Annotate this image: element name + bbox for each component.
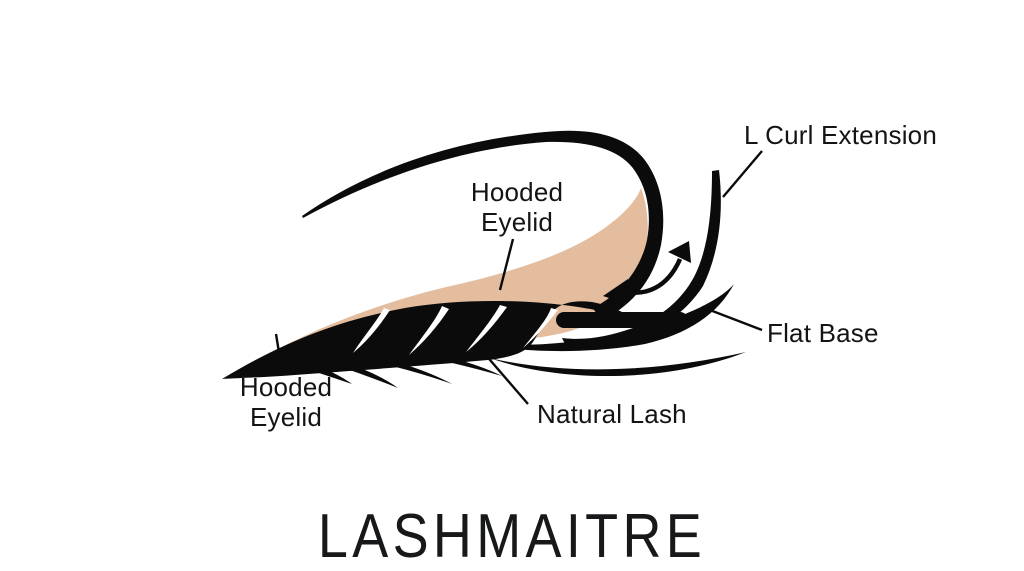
lash-clump-2: [338, 362, 398, 388]
direction-arrow-head-left: [603, 279, 628, 304]
lash-sweep-upper-tail: [455, 284, 734, 352]
label-hooded-eyelid-bottom-line1: Hooded: [239, 372, 333, 402]
lash-clump-3: [392, 362, 452, 384]
label-hooded-eyelid-bottom-line2: Eyelid: [249, 402, 322, 432]
lash-gap-1: [353, 308, 390, 353]
leader-hooded-eyelid-top: [498, 238, 515, 291]
label-natural-lash: Natural Lash: [537, 399, 687, 429]
leader-hooded-eyelid-bottom: [274, 333, 284, 372]
lash-sweep-lower-tail: [490, 352, 746, 377]
lash-gap-3: [466, 305, 507, 352]
lash-diagram-canvas: Hooded Eyelid L Curl Extension Flat Base…: [206, 120, 937, 568]
lash-clump-1: [292, 360, 352, 384]
label-flat-base: Flat Base: [767, 318, 879, 348]
eyelid-crease-outline: [302, 130, 664, 321]
lash-gap-2: [409, 306, 449, 355]
leader-flat-base: [701, 305, 763, 332]
lash-gap-4: [523, 308, 558, 348]
label-hooded-eyelid-top-line1: Hooded: [470, 177, 564, 207]
direction-arrow-head-right: [668, 241, 691, 263]
direction-arrow-shaft: [620, 258, 683, 295]
label-l-curl-extension: L Curl Extension: [744, 120, 937, 150]
lash-clump-4: [448, 358, 502, 376]
leader-l-curl-extension: [722, 150, 763, 198]
leader-natural-lash: [483, 352, 529, 405]
brand-wordmark: LASHMAITRE: [317, 502, 707, 571]
natural-lash-mass: [222, 301, 654, 379]
label-hooded-eyelid-top: Hooded Eyelid: [437, 177, 597, 237]
label-hooded-eyelid-top-line2: Eyelid: [480, 207, 553, 237]
label-hooded-eyelid-bottom: Hooded Eyelid: [206, 372, 366, 432]
l-curl-extension-curve: [562, 170, 721, 348]
eyelash-diagram-illustration: [222, 130, 763, 405]
